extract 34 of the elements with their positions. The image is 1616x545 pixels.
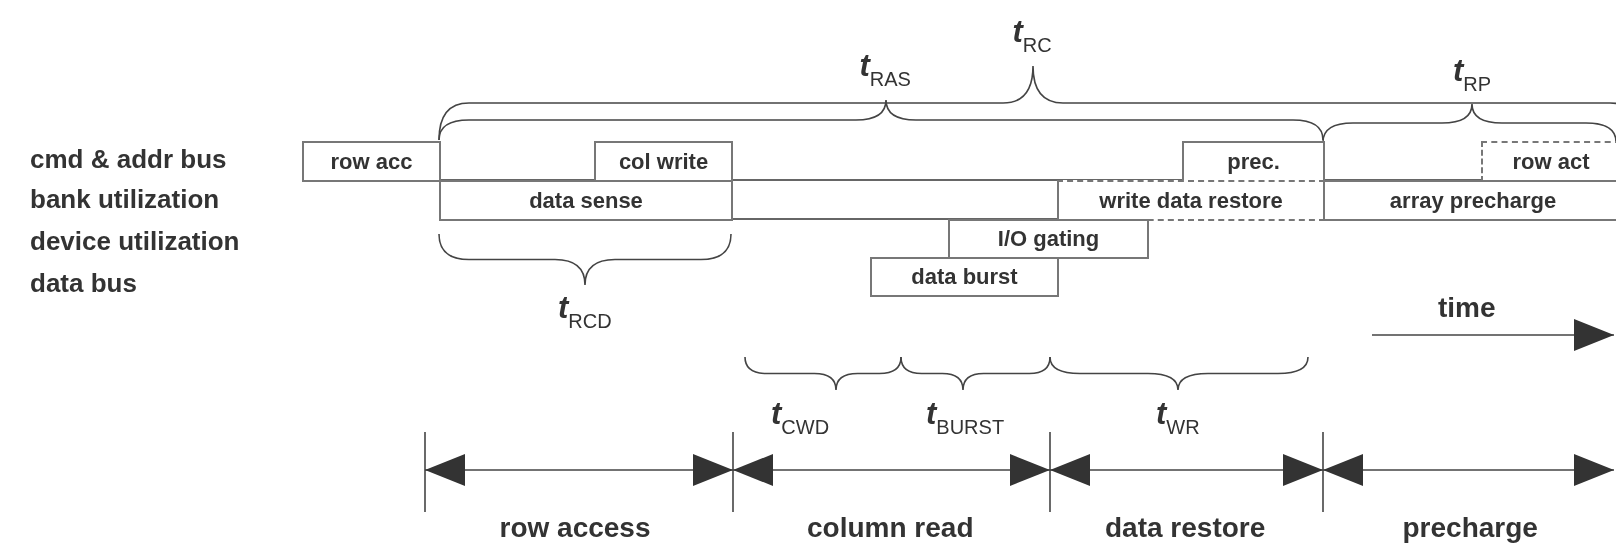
timing-box — [870, 257, 1059, 297]
box-label: row acc — [330, 148, 413, 175]
timing-parameter: t$_{RC}$ — [1012, 16, 1052, 55]
box-label: prec. — [1227, 148, 1280, 175]
timing-box — [1057, 180, 1325, 221]
phase-label: column read — [807, 514, 974, 542]
timing-parameter: t$_{CWD}$ — [771, 398, 830, 437]
phase-label: data restore — [1105, 514, 1266, 542]
phase-label: row access — [499, 514, 651, 542]
timing-box — [302, 141, 441, 182]
timing-parameter: t$_{WR}$ — [1156, 398, 1200, 437]
box-label: I/O gating — [997, 226, 1100, 252]
timing-parameter: t$_{RP}$ — [1453, 55, 1492, 94]
box-label: write data restore — [1099, 187, 1283, 214]
box-label: data burst — [911, 264, 1018, 290]
box-label: array precharge — [1389, 187, 1557, 214]
phase-label: precharge — [1402, 514, 1538, 542]
timing-box — [1182, 141, 1325, 182]
axis-label: time — [1438, 294, 1496, 322]
timing-box — [1481, 141, 1616, 182]
timing-parameter: t$_{RCD}$ — [558, 292, 612, 331]
row-label: data bus — [30, 270, 137, 296]
timing-parameter: t$_{BURST}$ — [926, 398, 1005, 437]
box-label: row act — [1512, 148, 1590, 175]
timing-box — [948, 219, 1149, 259]
timing-parameter: t$_{RAS}$ — [859, 50, 911, 89]
timing-box — [1323, 180, 1616, 221]
box-label: col write — [618, 148, 709, 175]
timing-box — [594, 141, 733, 182]
row-label: bank utilization — [30, 186, 220, 212]
row-label: cmd & addr bus — [30, 146, 227, 172]
row-label: device utilization — [30, 228, 240, 254]
timing-box — [439, 180, 733, 221]
box-label: data sense — [529, 187, 643, 214]
